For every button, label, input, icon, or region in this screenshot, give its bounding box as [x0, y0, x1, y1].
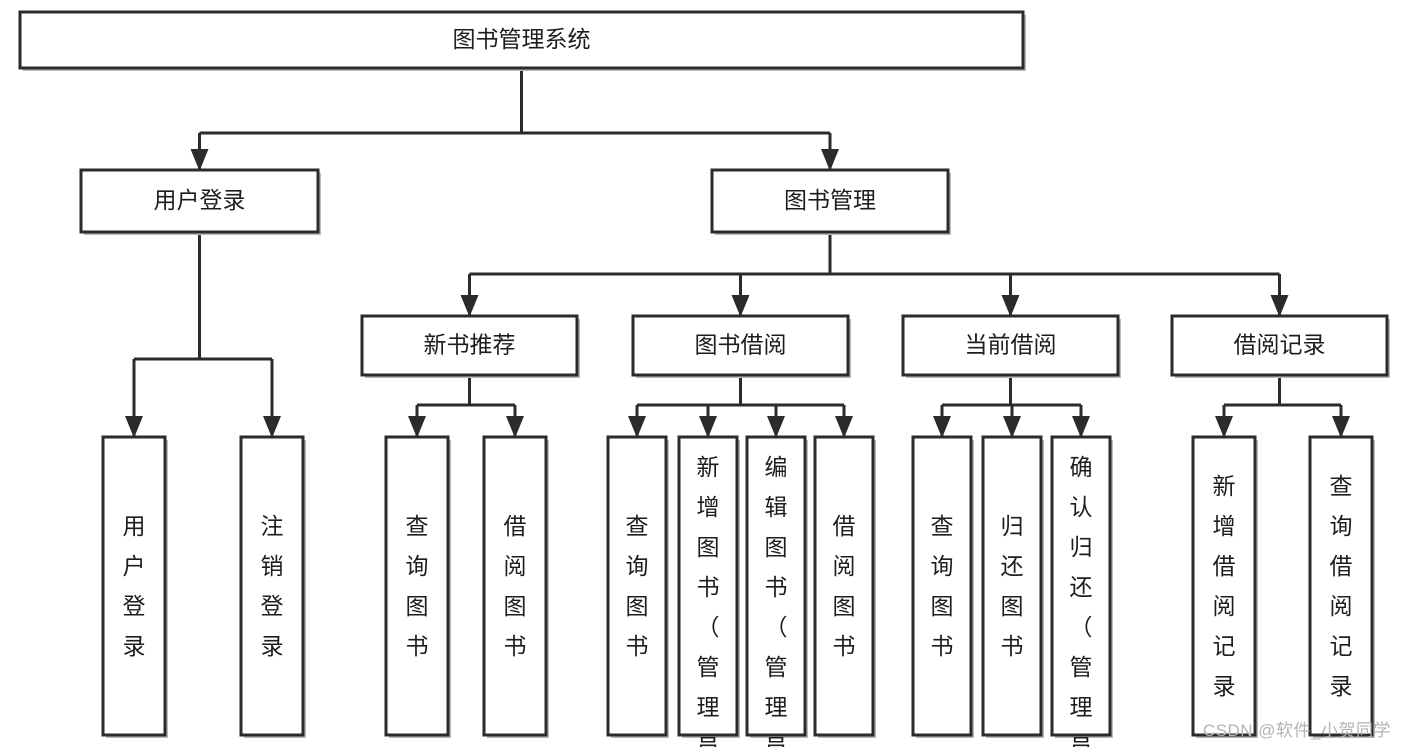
node-root[interactable]: 图书管理系统 [18, 10, 1026, 71]
node-rect[interactable] [79, 168, 320, 234]
node-label: 归还图书 [1001, 513, 1024, 659]
edge-arrowhead [190, 149, 209, 171]
edge-arrowhead [263, 416, 281, 438]
edge-arrowhead [408, 416, 426, 438]
edge-group-user-login [125, 232, 281, 438]
node-rect[interactable] [813, 435, 875, 737]
node-rect[interactable] [482, 435, 548, 737]
node-rect[interactable] [1191, 435, 1257, 737]
node-label: 图书管理 [784, 187, 876, 213]
edges-layer [125, 68, 1350, 438]
node-current-borrow[interactable]: 当前借阅 [901, 314, 1121, 378]
node-leaf-borrow-book-1[interactable]: 借阅图书 [482, 435, 549, 738]
edge-arrowhead [125, 416, 143, 438]
edge-arrowhead [933, 416, 951, 438]
edge-arrowhead [1072, 416, 1090, 438]
edge-arrowhead [1270, 295, 1289, 317]
edge-arrowhead [628, 416, 646, 438]
node-rect[interactable] [901, 314, 1120, 377]
node-label: 借阅记录 [1234, 332, 1326, 358]
edge-arrowhead [1003, 416, 1021, 438]
node-label: 查询图书 [626, 513, 649, 659]
edge-arrowhead [731, 295, 750, 317]
node-rect[interactable] [1308, 435, 1374, 737]
node-rect[interactable] [360, 314, 579, 377]
node-rect[interactable] [981, 435, 1043, 737]
edge-arrowhead [699, 416, 717, 438]
node-leaf-confirm-return[interactable]: 确认归还（管理员） [1050, 435, 1113, 747]
node-leaf-query-book-2[interactable]: 查询图书 [606, 435, 669, 738]
node-book-manage[interactable]: 图书管理 [710, 168, 951, 235]
edge-arrowhead [1332, 416, 1350, 438]
node-label: 借阅图书 [504, 513, 527, 659]
node-label: 用户登录 [154, 187, 246, 213]
node-rect[interactable] [606, 435, 668, 737]
node-label: 编辑图书（管理员） [765, 454, 788, 747]
node-leaf-return-book[interactable]: 归还图书 [981, 435, 1044, 738]
edge-group-borrow-record [1215, 375, 1350, 438]
edge-group-book-manage [460, 232, 1289, 317]
edge-arrowhead [835, 416, 853, 438]
edge-arrowhead [1215, 416, 1233, 438]
node-leaf-user-login[interactable]: 用户登录 [101, 435, 168, 738]
edge-arrowhead [767, 416, 785, 438]
node-leaf-add-book[interactable]: 新增图书（管理员） [677, 435, 740, 747]
edge-arrowhead [506, 416, 524, 438]
edge-group-root [190, 68, 839, 171]
node-label: 新书推荐 [424, 332, 516, 358]
node-leaf-query-record[interactable]: 查询借阅记录 [1308, 435, 1375, 738]
nodes-layer: 图书管理系统用户登录图书管理新书推荐图书借阅当前借阅借阅记录用户登录注销登录查询… [18, 10, 1390, 747]
node-rect[interactable] [1050, 435, 1112, 737]
node-label: 查询图书 [406, 513, 429, 659]
node-rect[interactable] [18, 10, 1025, 70]
node-leaf-query-book-3[interactable]: 查询图书 [911, 435, 974, 738]
node-rect[interactable] [384, 435, 450, 737]
node-rect[interactable] [239, 435, 305, 737]
node-leaf-query-book-1[interactable]: 查询图书 [384, 435, 451, 738]
node-user-login[interactable]: 用户登录 [79, 168, 321, 235]
node-label: 图书借阅 [695, 332, 787, 358]
node-rect[interactable] [101, 435, 167, 737]
edge-group-current-borrow [933, 375, 1090, 438]
node-label: 查询借阅记录 [1330, 473, 1353, 699]
node-label: 图书管理系统 [453, 26, 591, 52]
node-rect[interactable] [1170, 314, 1389, 377]
edge-arrowhead [1001, 295, 1020, 317]
node-rect[interactable] [677, 435, 739, 737]
edge-group-book-borrow [628, 375, 853, 438]
node-rect[interactable] [631, 314, 850, 377]
node-new-book-recommend[interactable]: 新书推荐 [360, 314, 580, 378]
node-rect[interactable] [911, 435, 973, 737]
node-label: 查询图书 [931, 513, 954, 659]
node-book-borrow[interactable]: 图书借阅 [631, 314, 851, 378]
node-label: 当前借阅 [965, 332, 1057, 358]
node-label: 借阅图书 [833, 513, 856, 659]
node-label: 用户登录 [123, 513, 146, 659]
node-borrow-record[interactable]: 借阅记录 [1170, 314, 1390, 378]
node-label: 注销登录 [261, 513, 284, 659]
node-rect[interactable] [745, 435, 807, 737]
node-leaf-logout[interactable]: 注销登录 [239, 435, 306, 738]
node-label: 新增借阅记录 [1213, 473, 1236, 699]
edge-arrowhead [821, 149, 839, 171]
node-label: 新增图书（管理员） [697, 454, 720, 747]
edge-arrowhead [460, 295, 479, 317]
node-rect[interactable] [710, 168, 950, 234]
csdn-watermark: CSDN @软件_小贺同学 [1202, 721, 1391, 740]
node-leaf-borrow-book-2[interactable]: 借阅图书 [813, 435, 876, 738]
node-label: 确认归还（管理员） [1070, 454, 1093, 747]
edge-group-new-book-recommend [408, 375, 524, 438]
node-leaf-edit-book[interactable]: 编辑图书（管理员） [745, 435, 808, 747]
node-leaf-add-record[interactable]: 新增借阅记录 [1191, 435, 1258, 738]
